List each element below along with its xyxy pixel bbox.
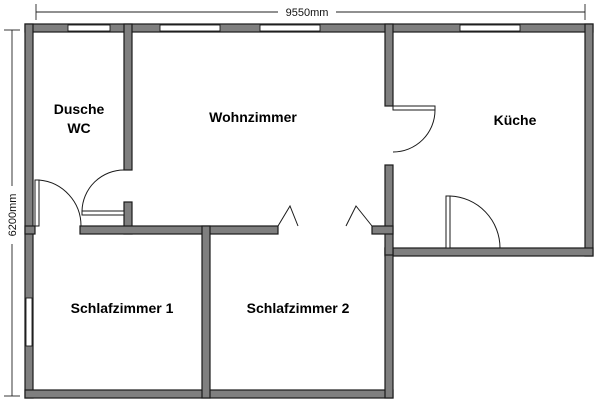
doors: [34, 105, 501, 249]
door-kitchen-inner-leaf: [445, 195, 451, 249]
height-dimension: 6200mm: [4, 29, 20, 397]
width-dimension: 9550mm: [35, 4, 586, 20]
door-bedroom1-fold: [277, 204, 299, 227]
wall-bedrooms-top-left: [24, 225, 36, 235]
interior-walls: [24, 23, 394, 399]
width-dimension-label: 9550mm: [286, 7, 329, 19]
door-shower-arc: [38, 179, 82, 227]
label-wc: WC: [67, 120, 90, 136]
window-kitchen: [459, 24, 521, 32]
wall-shower-living: [123, 23, 133, 171]
door-kitchen-inner-arc: [449, 195, 501, 249]
window-living-1: [159, 24, 221, 32]
wall-bedrooms-top-mid: [79, 225, 279, 235]
height-dimension-label: 6200mm: [7, 194, 19, 237]
window-bedroom1: [25, 297, 33, 347]
door-kitchen-arc: [392, 109, 436, 153]
door-bedroom2-fold: [345, 205, 373, 227]
door-kitchen-leaf: [392, 105, 436, 111]
room-labels: Dusche WC Wohnzimmer Küche Schlafzimmer …: [54, 101, 537, 316]
label-kueche: Küche: [494, 112, 537, 128]
label-dusche: Dusche: [54, 101, 105, 117]
wall-right: [584, 23, 594, 257]
label-wohnzimmer: Wohnzimmer: [209, 109, 297, 125]
door-wc-arc: [81, 169, 125, 212]
door-shower-leaf: [34, 179, 40, 227]
window-living-2: [259, 24, 321, 32]
wall-living-kitchen-lower: [384, 164, 394, 256]
wall-bedrooms-top-right: [371, 225, 394, 235]
window-shower: [67, 24, 111, 32]
wall-bedroom-partition: [201, 225, 211, 399]
door-wc-leaf: [81, 210, 125, 216]
wall-living-kitchen-upper: [384, 23, 394, 107]
windows-top: [67, 24, 521, 32]
label-schlafzimmer1: Schlafzimmer 1: [71, 300, 174, 316]
wall-kitchen-bottom: [384, 247, 594, 257]
label-schlafzimmer2: Schlafzimmer 2: [247, 300, 350, 316]
wall-bedroom2-right: [384, 247, 394, 399]
